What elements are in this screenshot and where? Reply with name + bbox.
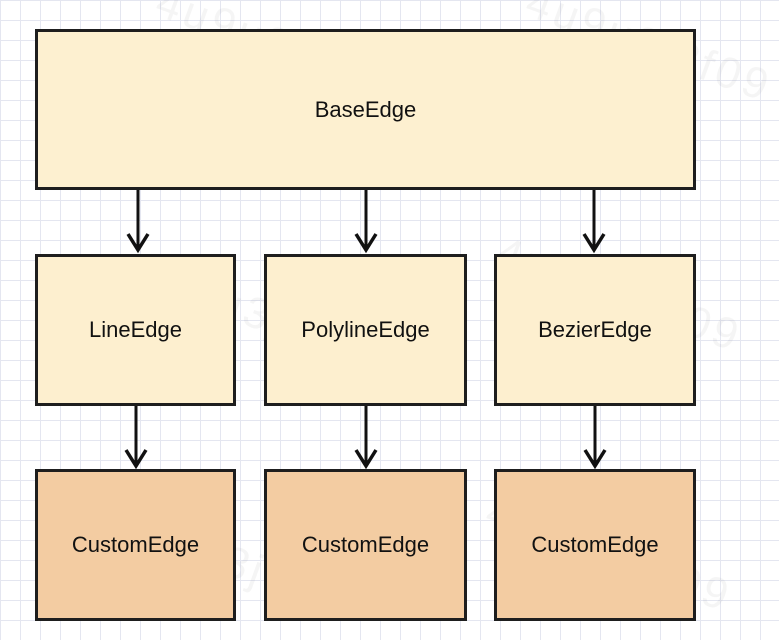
edge-base-to-polyline — [354, 190, 378, 254]
node-custom-edge-polyline: CustomEdge — [264, 469, 467, 621]
node-label: LineEdge — [89, 317, 182, 342]
node-bezier-edge: BezierEdge — [494, 254, 696, 406]
node-label: BezierEdge — [538, 317, 652, 342]
edge-polyline-to-custom — [354, 406, 378, 470]
edge-base-to-bezier — [582, 190, 606, 254]
node-line-edge: LineEdge — [35, 254, 236, 406]
edge-base-to-line — [126, 190, 150, 254]
node-label: PolylineEdge — [301, 317, 430, 342]
node-label: CustomEdge — [531, 532, 659, 557]
edge-layer — [124, 190, 607, 470]
edge-bezier-to-custom — [583, 406, 607, 470]
edge-line-to-custom — [124, 406, 148, 470]
node-base-edge: BaseEdge — [35, 29, 696, 190]
node-label: CustomEdge — [71, 532, 200, 557]
node-custom-edge-line: CustomEdge — [35, 469, 236, 621]
node-polyline-edge: PolylineEdge — [264, 254, 467, 406]
node-label: CustomEdge — [301, 532, 430, 557]
node-label: BaseEdge — [314, 96, 417, 122]
node-custom-edge-bezier: CustomEdge — [494, 469, 696, 621]
